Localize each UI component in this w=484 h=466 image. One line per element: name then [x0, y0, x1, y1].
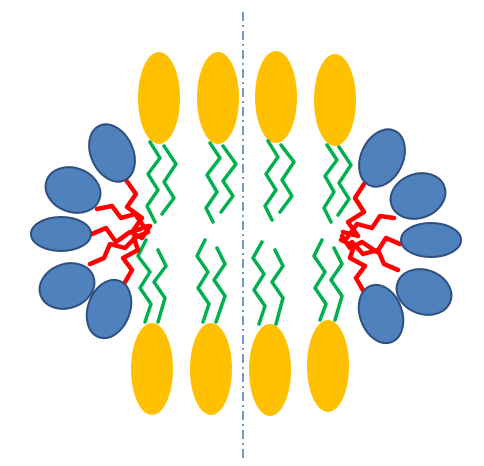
lipid-tail: [219, 144, 238, 214]
lipid-tail: [251, 240, 267, 326]
cluster-ellipse: [30, 216, 92, 252]
lipid-tail: [212, 246, 227, 324]
right-cluster-ellipses: [357, 128, 462, 345]
cluster-ellipse: [357, 283, 405, 345]
linker-chain: [349, 239, 401, 273]
cluster-ellipse: [400, 222, 462, 258]
lipid-tail: [336, 145, 353, 217]
linker-chain: [120, 229, 151, 287]
linker-chain: [344, 213, 397, 241]
lipid-head: [307, 320, 349, 412]
lipid-tail: [312, 238, 328, 322]
right-cluster-linkers: [338, 181, 403, 295]
cluster-ellipse: [389, 172, 447, 220]
lipid-tail: [278, 143, 296, 214]
lipid-tail: [204, 141, 222, 224]
lipid-tail: [322, 143, 339, 224]
linker-chain: [338, 237, 368, 295]
lipid-head: [131, 323, 173, 415]
lipid-tail: [329, 246, 344, 322]
linker-chain: [94, 203, 148, 231]
linker-chain: [87, 233, 140, 267]
lower-leaflet-tails: [136, 238, 344, 326]
lipid-tail: [152, 248, 168, 324]
cluster-ellipse: [85, 278, 133, 340]
cluster-ellipse: [358, 128, 406, 188]
lipid-head: [314, 54, 356, 146]
linker-chain: [340, 181, 367, 239]
lipid-tail: [270, 248, 285, 326]
lipid-head: [190, 323, 232, 415]
cluster-ellipse: [395, 268, 453, 316]
lipid-tail: [160, 144, 178, 216]
lipid-tail: [136, 238, 153, 324]
lipid-head: [197, 52, 239, 144]
upper-leaflet-heads: [138, 51, 356, 146]
cluster-ellipse: [38, 262, 96, 310]
left-cluster-linkers: [87, 177, 153, 287]
left-cluster-ellipses: [30, 123, 136, 340]
lipid-head: [138, 52, 180, 144]
cluster-ellipse: [88, 123, 136, 183]
lipid-head: [255, 51, 297, 143]
lower-leaflet-heads: [131, 320, 349, 416]
lipid-tail: [195, 238, 211, 324]
lipid-tail: [263, 139, 280, 222]
upper-leaflet-tails: [145, 139, 353, 224]
lipid-tail: [145, 140, 162, 224]
cluster-ellipse: [44, 166, 102, 214]
lipid-head: [249, 324, 291, 416]
